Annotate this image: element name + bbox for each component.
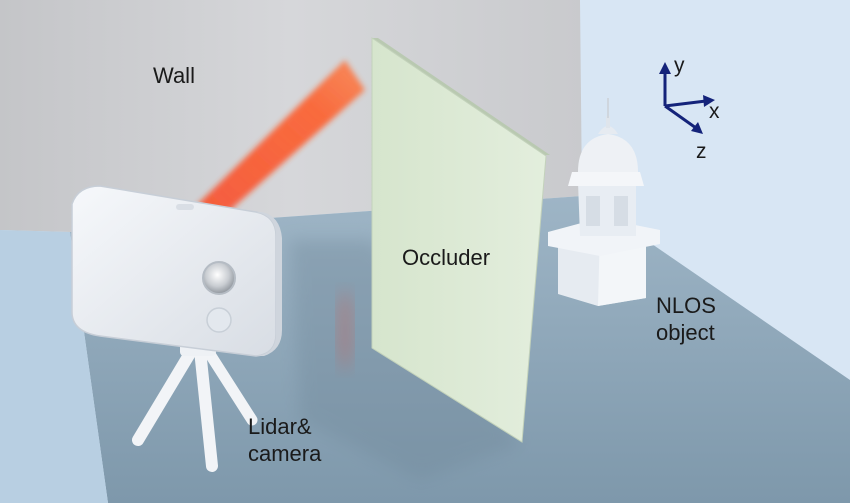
axis-y-label: y xyxy=(674,54,685,77)
device-label: Lidar& camera xyxy=(248,414,322,466)
floor-reflection xyxy=(337,290,353,370)
laser-beam xyxy=(196,60,365,212)
occluder-panel-edge xyxy=(372,38,550,155)
coordinate-axes xyxy=(659,62,715,134)
wall-label: Wall xyxy=(153,63,195,88)
floor-left-edge xyxy=(0,230,108,503)
nlos-object-tower xyxy=(548,98,660,306)
axis-x-label: x xyxy=(709,100,720,123)
nlos-object-label: NLOS object xyxy=(656,293,716,345)
occluder-panel xyxy=(371,37,547,443)
occluder-label: Occluder xyxy=(402,245,491,270)
lidar-camera-device xyxy=(71,185,282,357)
axis-z-label: z xyxy=(696,140,707,163)
